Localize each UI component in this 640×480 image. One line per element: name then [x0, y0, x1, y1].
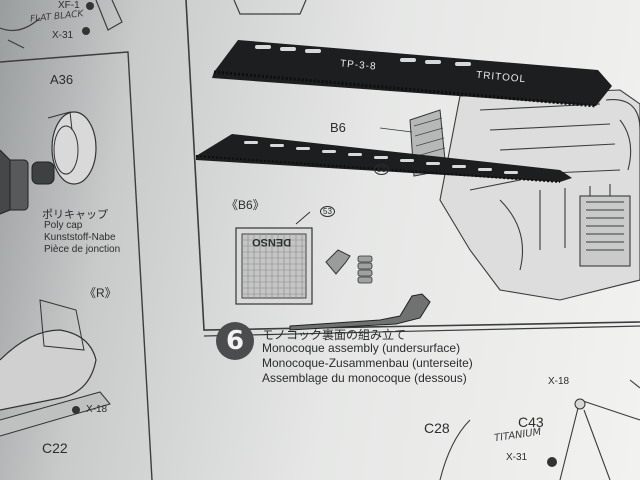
label-xf1: XF-1 — [58, 0, 80, 11]
label-ref53-b: 53 — [320, 206, 335, 217]
label-x31-top: X-31 — [52, 30, 74, 41]
step-title-fr: Assemblage du monocoque (dessous) — [262, 371, 467, 385]
label-x18-left: X-18 — [86, 404, 108, 415]
label-polycap-jp: ポリキャップ — [42, 209, 108, 221]
label-polycap-en: Poly cap — [44, 220, 83, 231]
label-r-mark: 《R》 — [84, 286, 117, 300]
step-title-jp: モノコック裏面の組み立て — [262, 328, 407, 342]
step-number-badge: 6 — [216, 322, 254, 360]
label-a36: A36 — [50, 72, 74, 87]
label-c28: C28 — [424, 420, 450, 436]
label-c22: C22 — [42, 440, 68, 456]
label-b6-box: 《B6》 — [226, 198, 265, 212]
label-b6: B6 — [330, 120, 346, 135]
label-ref53-a: 53 — [374, 164, 389, 175]
label-c43: C43 — [518, 414, 544, 430]
step-title-de: Monocoque-Zusammenbau (unterseite) — [262, 356, 473, 370]
label-denso: DENSO — [252, 236, 292, 248]
label-polycap-de: Kunststoff-Nabe — [44, 232, 116, 243]
label-x18-right: X-18 — [548, 376, 570, 387]
label-x31-bottom: X-31 — [506, 452, 528, 463]
label-polycap-fr: Pièce de jonction — [44, 244, 121, 255]
upper-saw-blade — [212, 40, 612, 106]
step-title-en: Monocoque assembly (undersurface) — [262, 341, 461, 355]
